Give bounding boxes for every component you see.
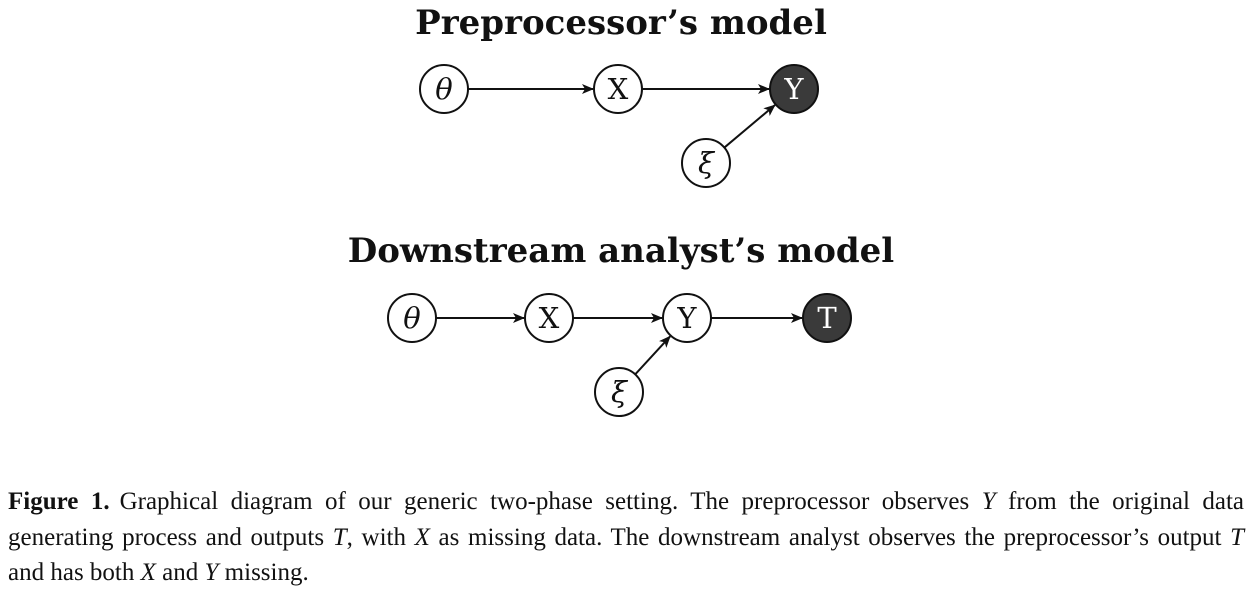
node-label-theta: θ — [435, 72, 452, 106]
node-label-Y: Y — [676, 301, 697, 335]
node-label-X: X — [608, 72, 629, 106]
node-T-observed — [802, 293, 852, 343]
node-label-T: T — [817, 301, 837, 335]
analyst-model-title: Downstream analyst’s model — [348, 231, 895, 271]
node-xi — [681, 138, 731, 188]
node-label-xi: ξ — [698, 146, 716, 180]
figure-caption: Figure 1.Graphical diagram of our generi… — [8, 488, 1244, 586]
figure-label: Figure 1. — [8, 488, 110, 515]
preprocessor-model-diagram: Preprocessor’s model θ X Yξ — [415, 3, 827, 188]
node-X — [524, 293, 574, 343]
node-theta — [419, 64, 469, 114]
node-label-xi: ξ — [611, 375, 629, 409]
node-theta — [387, 293, 437, 343]
node-label-X: X — [539, 301, 560, 335]
node-Y-observed — [769, 64, 819, 114]
node-Y — [662, 293, 712, 343]
node-label-theta: θ — [403, 301, 420, 335]
edge-xi-to-Y — [634, 335, 671, 376]
edge-xi-to-Y — [723, 104, 776, 149]
node-label-Y: Y — [783, 72, 804, 106]
preprocessor-model-title: Preprocessor’s model — [415, 3, 827, 43]
node-xi — [594, 367, 644, 417]
analyst-model-diagram: Downstream analyst’s model θ X Y Tξ — [348, 231, 895, 417]
node-X — [593, 64, 643, 114]
